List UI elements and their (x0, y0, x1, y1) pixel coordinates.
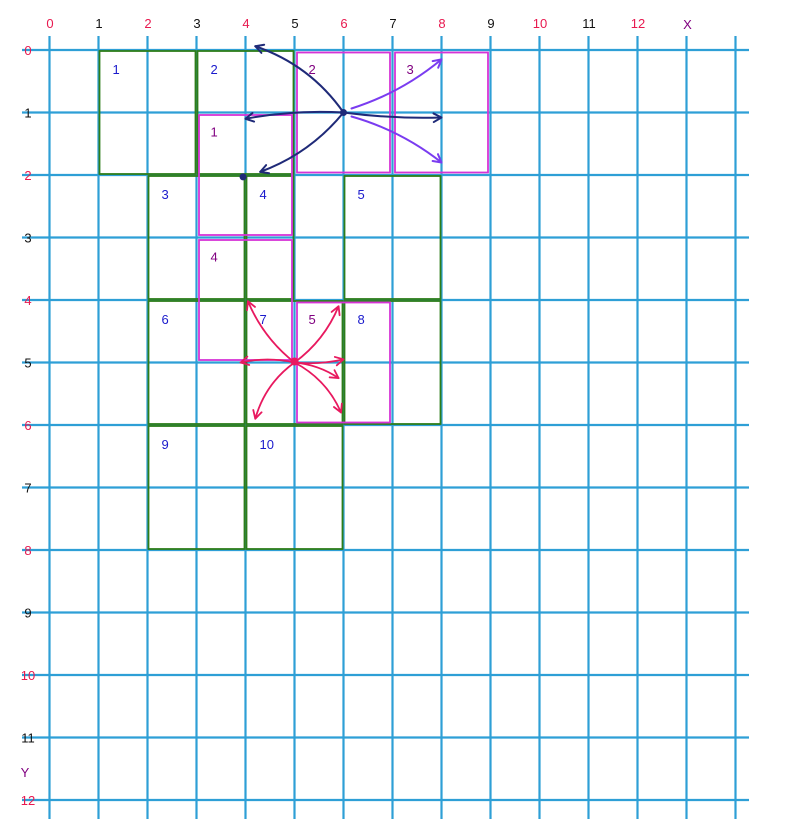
y-tick-label: 1 (24, 106, 31, 121)
x-tick-label: 11 (582, 16, 596, 31)
magenta-box-label: 2 (309, 62, 316, 77)
green-box (147, 425, 246, 550)
green-box (245, 425, 344, 550)
arrow-origin-dot (290, 357, 299, 366)
x-tick-label: 6 (340, 16, 347, 31)
arrows (239, 43, 443, 420)
arrow (254, 45, 345, 114)
arrowhead (432, 112, 443, 124)
arrow (350, 58, 443, 110)
green-box-label: 8 (358, 312, 365, 327)
green-box-label: 3 (162, 187, 169, 202)
y-tick-label: 4 (24, 293, 31, 308)
y-tick-label: 10 (21, 668, 35, 683)
arrowhead (431, 58, 443, 69)
y-tick-label: 5 (24, 356, 31, 371)
arrowhead (239, 355, 251, 366)
arrow (350, 115, 443, 164)
magenta-box (394, 51, 489, 174)
arrow (254, 361, 296, 420)
x-tick-label: 8 (438, 16, 445, 31)
green-box-label: 2 (211, 62, 218, 77)
green-box (98, 50, 197, 175)
y-tick-label: 6 (24, 418, 31, 433)
x-tick-label: 5 (291, 16, 298, 31)
x-tick-label: 10 (533, 16, 547, 31)
x-tick-label: 2 (144, 16, 151, 31)
arrowhead (244, 112, 256, 123)
x-tick-label: 3 (193, 16, 200, 31)
arrowhead (252, 409, 263, 420)
grid-lines (22, 36, 749, 819)
arrow-origin-dot (340, 109, 347, 116)
y-tick-label: 7 (24, 481, 31, 496)
y-tick-label: 0 (24, 43, 31, 58)
arrowhead (328, 369, 340, 380)
arrow (342, 111, 443, 119)
green-box-label: 1 (113, 62, 120, 77)
arrow (259, 111, 345, 173)
x-tick-label: 7 (389, 16, 396, 31)
green-box-label: 9 (162, 437, 169, 452)
y-axis-label: Y (21, 765, 30, 780)
green-box (343, 175, 442, 300)
y-tick-label: 3 (24, 231, 31, 246)
green-box (147, 175, 246, 300)
y-tick-label: 9 (24, 606, 31, 621)
magenta-box (198, 239, 293, 361)
green-box (343, 300, 442, 425)
magenta-box-label: 5 (309, 312, 316, 327)
green-box (245, 175, 295, 300)
magenta-box-label: 3 (407, 62, 414, 77)
x-axis-label: X (683, 17, 692, 32)
x-tick-label: 1 (95, 16, 102, 31)
x-tick-label: 9 (487, 16, 494, 31)
y-tick-label: 2 (24, 168, 31, 183)
arrowhead (330, 305, 341, 317)
arrow (293, 361, 342, 414)
green-box-label: 10 (260, 437, 274, 452)
arrowhead (259, 164, 271, 175)
x-tick-label: 4 (242, 16, 249, 31)
magenta-box-label: 1 (211, 125, 218, 140)
arrowhead (333, 356, 345, 367)
arrowhead (431, 153, 443, 164)
green-box-label: 4 (260, 187, 267, 202)
arrow (239, 358, 296, 364)
arrow (244, 110, 345, 120)
green-box-label: 6 (162, 312, 169, 327)
y-tick-label: 12 (21, 793, 35, 808)
arrow (293, 361, 340, 380)
arrowhead (254, 43, 266, 54)
x-tick-label: 0 (46, 16, 53, 31)
magenta-box (198, 114, 293, 236)
y-tick-label: 8 (24, 543, 31, 558)
arrow-end-dot (239, 173, 247, 181)
arrow (293, 305, 340, 364)
arrowhead (333, 402, 343, 414)
x-tick-label: 12 (631, 16, 645, 31)
magenta-box-label: 4 (211, 250, 218, 265)
green-box-label: 5 (358, 187, 365, 202)
green-box-label: 7 (260, 312, 267, 327)
y-tick-label: 11 (21, 731, 35, 746)
arrow (247, 300, 296, 364)
green-box (245, 300, 344, 425)
arrowhead (246, 300, 256, 312)
